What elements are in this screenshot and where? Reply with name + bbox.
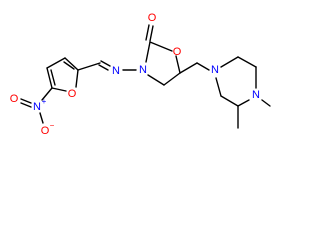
- atom-o-carbonyl: O: [148, 12, 157, 24]
- bond-furan-c5-o: [51, 87, 67, 92]
- n-nitro-charge: +: [42, 97, 47, 106]
- bond-pip-c5-c6: [220, 95, 239, 107]
- bond-pip-c6-n1: [215, 77, 222, 97]
- atom-n-piperazine-bottom: N: [252, 89, 260, 101]
- bond-c2-o-carbonyl-b: [145, 24, 150, 41]
- bond-furan-c2-c3: [64, 57, 79, 71]
- bond-furan-c5-n-nitro: [41, 87, 53, 101]
- atom-n-piperazine-top: N: [211, 64, 219, 76]
- bond-furan-o-c2: [75, 69, 79, 88]
- bond-c2-o-ring: [149, 41, 173, 52]
- bond-furan-c3-c4: [46, 57, 66, 69]
- atom-o-nitro-top: O: [10, 93, 19, 105]
- bond-n-nitro-o-bottom: [39, 112, 44, 124]
- bond-furan-c2-c3-inner: [63, 61, 75, 70]
- bond-n-imine-ch-double: [98, 64, 109, 71]
- bond-pip-n4-c5: [237, 99, 250, 107]
- bond-furan-c4-c5: [46, 67, 53, 89]
- atom-o-ring-oxazolidinone: O: [173, 46, 182, 58]
- atom-n-oxazolidinone: N: [139, 64, 147, 76]
- bond-n-nitro-o-top-double: [20, 102, 32, 108]
- atom-n-nitro: N: [33, 101, 41, 113]
- bond-ch2-n-piperazine: [196, 62, 210, 71]
- bond-o-ring-c5: [175, 55, 181, 74]
- bond-n-nitro-o-top: [20, 98, 32, 104]
- bond-n-imine-ch: [100, 60, 111, 67]
- bond-n3-c2: [145, 41, 151, 63]
- bond-c4-n3: [147, 74, 165, 86]
- bond-ch-furan-c2: [77, 62, 101, 71]
- bond-c5-c4: [163, 72, 181, 86]
- bond-c2-o-carbonyl-a: [149, 25, 154, 42]
- bond-pip-n1-c2: [220, 56, 239, 68]
- chemical-structure: O O N N O N + O O − N N: [10, 12, 271, 137]
- o-nitro-charge: −: [50, 121, 55, 130]
- bond-furan-c4-c5-inner: [50, 69, 56, 86]
- bond-pip-n4-methyl: [261, 99, 271, 107]
- atom-n-imine: N: [112, 65, 120, 77]
- atom-o-furan: O: [68, 88, 77, 100]
- bond-pip-c2-c3: [237, 56, 257, 68]
- bond-c5-ch2: [179, 62, 198, 74]
- bonds: [20, 24, 271, 129]
- atom-o-nitro-bottom: O: [41, 125, 50, 137]
- atom-labels: O O N N O N + O O − N N: [10, 12, 260, 137]
